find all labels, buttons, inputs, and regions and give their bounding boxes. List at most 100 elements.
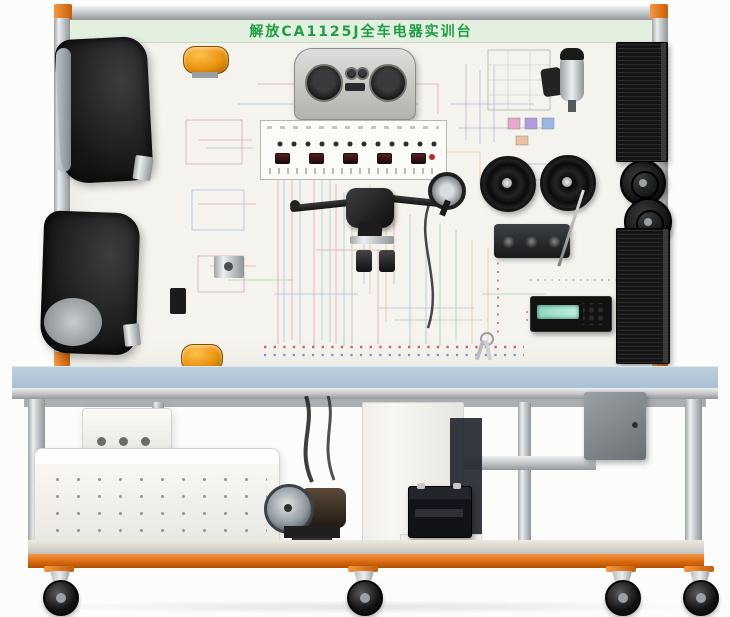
rocker-switch bbox=[379, 250, 395, 272]
lower-shelf bbox=[28, 540, 704, 554]
floor-shadow bbox=[24, 600, 708, 614]
pilot-lamp bbox=[429, 154, 435, 160]
ignition-switch bbox=[422, 166, 468, 217]
ac-knob bbox=[548, 235, 561, 248]
rocker-switch bbox=[309, 153, 324, 164]
switch-control-panel bbox=[260, 120, 447, 180]
box-handle bbox=[632, 422, 638, 428]
rocker-switch bbox=[343, 153, 358, 164]
relay-box bbox=[170, 288, 186, 314]
motor-cap bbox=[560, 48, 584, 60]
speedometer-gauge bbox=[305, 64, 343, 102]
front-leg-right bbox=[685, 399, 702, 559]
caster-plate bbox=[684, 566, 714, 572]
radiator-tank bbox=[661, 43, 666, 161]
rocker-switch-pair bbox=[356, 250, 398, 276]
speaker-dome bbox=[502, 178, 512, 188]
caster-1 bbox=[40, 566, 80, 616]
rear-rail bbox=[446, 456, 596, 470]
ac-knob bbox=[502, 235, 515, 248]
caster-plate bbox=[44, 566, 74, 572]
wiper-motor bbox=[540, 48, 592, 112]
wheel-hub bbox=[618, 593, 628, 603]
caster-wheel bbox=[43, 580, 79, 616]
speaker-dome bbox=[562, 177, 572, 187]
table-front-edge bbox=[12, 388, 718, 399]
motor-drive-unit bbox=[264, 466, 350, 556]
marker-lamp-upper bbox=[183, 46, 229, 74]
box-hole bbox=[119, 437, 128, 446]
speaker-right bbox=[540, 155, 596, 211]
instrument-cluster bbox=[294, 48, 416, 120]
horn-bolt bbox=[639, 179, 647, 187]
flasher-bracket bbox=[214, 256, 244, 278]
tachometer-gauge bbox=[369, 64, 407, 102]
ac-control-panel bbox=[494, 224, 570, 258]
caster-plate bbox=[606, 566, 636, 572]
rear-post-center bbox=[518, 402, 531, 542]
caster-4 bbox=[680, 566, 720, 616]
caster-2 bbox=[344, 566, 384, 616]
caster-plate bbox=[348, 566, 378, 572]
headlight-bracket bbox=[132, 154, 154, 182]
hanging-cables bbox=[303, 396, 336, 483]
battery-terminal bbox=[453, 483, 461, 489]
caster-wheel bbox=[347, 580, 383, 616]
battery bbox=[408, 483, 472, 538]
table-top-surface bbox=[12, 366, 718, 389]
wheel-hub bbox=[696, 593, 706, 603]
speaker-left bbox=[480, 156, 536, 212]
odometer-window bbox=[345, 83, 365, 91]
radiator-upper bbox=[616, 42, 668, 162]
radio-display bbox=[537, 305, 579, 319]
wheel-hub bbox=[56, 593, 66, 603]
bracket-hole bbox=[224, 262, 233, 271]
column-bracket bbox=[350, 236, 394, 244]
combination-switch bbox=[289, 178, 454, 244]
caster-wheel bbox=[605, 580, 641, 616]
wheel-hub bbox=[360, 593, 370, 603]
terminal-row bbox=[269, 168, 437, 174]
motor-shaft bbox=[568, 100, 576, 112]
pulley-bolt bbox=[284, 504, 292, 512]
toggle-switch-row bbox=[269, 135, 437, 147]
cabinet-perforations bbox=[47, 471, 267, 535]
frame-top-rail bbox=[62, 6, 662, 20]
caster-wheel bbox=[683, 580, 719, 616]
frame-corner-left bbox=[54, 4, 72, 20]
rocker-switch bbox=[356, 250, 372, 272]
motor-cylinder bbox=[560, 54, 584, 102]
headlight-reflector bbox=[44, 298, 102, 346]
rocker-switch bbox=[411, 153, 426, 164]
headlight-lens-edge bbox=[56, 48, 71, 172]
cabinet-top-face bbox=[35, 449, 279, 464]
headlight-bracket bbox=[122, 323, 142, 347]
horn-bolt bbox=[644, 218, 652, 226]
headlight-lower-left bbox=[36, 210, 142, 362]
left-stalk-knob bbox=[290, 200, 300, 210]
box-hole bbox=[141, 437, 150, 446]
rocker-switch bbox=[275, 153, 290, 164]
frame-foot-left bbox=[54, 352, 70, 366]
radio-buttons bbox=[583, 303, 607, 325]
car-radio bbox=[530, 296, 612, 332]
radiator-lower bbox=[616, 228, 670, 364]
title-strip: 解放CA1125J全车电器实训台 bbox=[70, 20, 652, 43]
box-hole bbox=[97, 437, 106, 446]
rocker-switch bbox=[377, 153, 392, 164]
radiator-tank bbox=[663, 229, 668, 363]
bottom-beam bbox=[28, 554, 704, 568]
metal-control-box bbox=[584, 392, 646, 460]
headlight-upper-left bbox=[54, 34, 154, 188]
panel-label-row bbox=[267, 126, 439, 129]
fuel-tank-cabinet bbox=[34, 448, 280, 546]
marker-lamp-upper-base bbox=[192, 72, 218, 78]
battery-terminal bbox=[417, 483, 425, 489]
key-set bbox=[472, 332, 500, 364]
frame-corner-right bbox=[650, 4, 668, 20]
caster-3 bbox=[602, 566, 642, 616]
panel-title: 解放CA1125J全车电器实训台 bbox=[249, 24, 473, 40]
temp-gauge bbox=[356, 67, 369, 80]
ac-knob bbox=[525, 235, 538, 248]
